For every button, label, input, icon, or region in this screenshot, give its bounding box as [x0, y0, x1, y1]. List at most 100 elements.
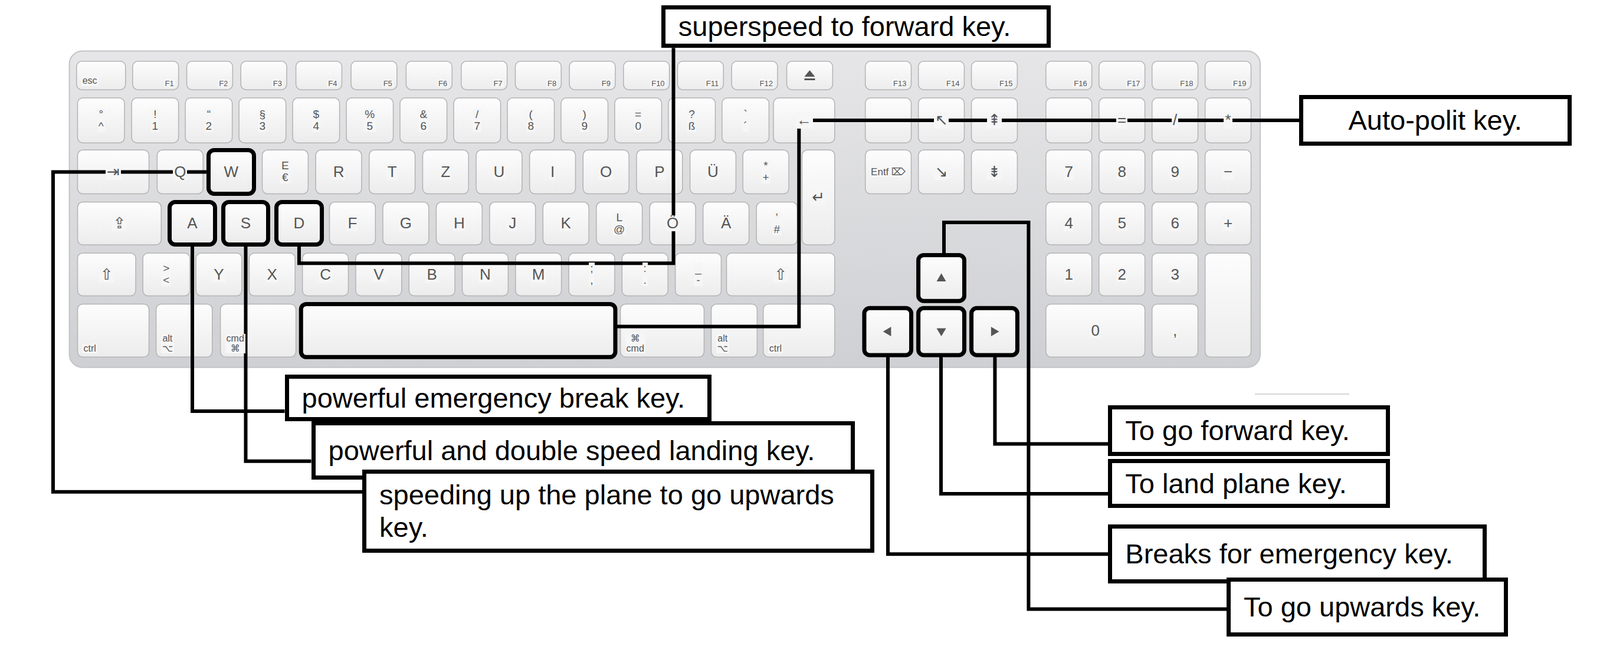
- key: [76, 61, 126, 90]
- key-legend: * +: [761, 159, 771, 184]
- key-face: F8: [515, 61, 562, 90]
- key-legend: cmd ⌘: [225, 333, 246, 354]
- key-legend: H: [452, 215, 467, 232]
- key: [382, 201, 429, 245]
- key-legend: 3: [1169, 266, 1180, 283]
- key-face: +: [1205, 201, 1252, 245]
- key-face: ⇪: [77, 201, 162, 245]
- key-legend: Entf ⌦: [869, 166, 907, 178]
- arrow-symbol: [936, 273, 947, 282]
- key-face: F4: [296, 61, 343, 90]
- leader-line: [192, 246, 285, 412]
- key-face: M: [515, 253, 562, 297]
- key-face: Ä: [703, 201, 750, 245]
- key-legend: F19: [1231, 79, 1248, 88]
- key-legend: G: [398, 215, 413, 232]
- key-face: *: [1205, 97, 1252, 143]
- key-legend: = 0: [633, 108, 643, 133]
- key-legend: F: [346, 215, 359, 232]
- key: [1046, 253, 1093, 297]
- key-legend: “ 2: [204, 108, 214, 133]
- key-face: K: [542, 201, 589, 245]
- key-legend: Q: [172, 164, 188, 180]
- key-legend: N: [478, 266, 493, 283]
- key-face: ⌘ cmd: [620, 303, 705, 357]
- key-face: alt ⌥: [711, 303, 758, 357]
- key-face: % 5: [346, 97, 394, 143]
- key: [156, 303, 213, 357]
- key-face: & 6: [400, 97, 448, 143]
- key: [315, 149, 362, 194]
- key-face: F9: [569, 61, 616, 90]
- key: [623, 61, 670, 90]
- key-legend: R: [332, 164, 346, 180]
- key-face: ctrl: [763, 303, 835, 357]
- key-face: 6: [1152, 201, 1199, 245]
- highlighted-key: W: [206, 148, 257, 196]
- key-face: / 7: [453, 97, 501, 143]
- key: [405, 61, 452, 90]
- leader-line: [887, 356, 1108, 554]
- key-face: Q: [156, 149, 203, 194]
- callout-text: Breaks for emergency key.: [1125, 538, 1454, 570]
- key-face: 9: [1152, 149, 1199, 194]
- callout-text: speeding up the plane to go upwards key.: [379, 479, 858, 543]
- key-legend: 2: [1116, 266, 1127, 283]
- key-legend: S: [240, 215, 251, 232]
- key-face: 4: [1046, 201, 1093, 245]
- key-face: F2: [187, 61, 234, 90]
- key-legend: F16: [1072, 79, 1088, 88]
- key: [1205, 253, 1252, 357]
- key-face: G: [382, 201, 429, 245]
- key-face: _ -: [675, 253, 722, 297]
- key-face: ↘: [918, 149, 965, 194]
- key-legend: F9: [600, 79, 612, 88]
- key: [461, 61, 508, 90]
- key: [636, 149, 683, 194]
- key-face: ctrl: [77, 303, 149, 357]
- key: [515, 253, 562, 297]
- key-face: F6: [405, 61, 452, 90]
- key-legend: ⌘ cmd: [625, 333, 646, 354]
- key-face: N: [462, 253, 509, 297]
- key-legend: =: [1116, 112, 1128, 129]
- key: [865, 61, 912, 90]
- key-legend: U: [492, 164, 507, 180]
- eject-symbol: [804, 78, 815, 81]
- leader-line: [299, 47, 674, 264]
- key: [569, 61, 616, 90]
- key-face: Y: [195, 253, 242, 297]
- key: [1152, 253, 1199, 297]
- key-legend: ’ #: [772, 211, 782, 236]
- key-face: ⇥: [77, 149, 149, 194]
- key-face: F16: [1046, 61, 1093, 90]
- callout-text: Auto-polit key.: [1348, 104, 1523, 137]
- key: [690, 149, 737, 194]
- key-legend: 8: [1116, 164, 1127, 180]
- key-legend: F5: [382, 79, 394, 88]
- key: [677, 61, 724, 90]
- key: [722, 97, 770, 143]
- key-legend: _ -: [693, 262, 703, 287]
- key-legend: ⇪: [111, 215, 127, 232]
- key-legend: esc: [81, 76, 99, 87]
- key-face: 0: [1046, 303, 1146, 357]
- key-legend: ? ß: [687, 108, 697, 133]
- key-legend: ctrl: [82, 343, 97, 354]
- key: [675, 253, 722, 297]
- key: [1152, 149, 1199, 194]
- key-face: ⇧: [77, 253, 136, 297]
- key-legend: F12: [758, 79, 775, 88]
- key-face: U: [476, 149, 523, 194]
- key-legend: M: [530, 266, 547, 283]
- key-legend: F3: [271, 79, 284, 88]
- key-face: 7: [1046, 149, 1093, 194]
- key-face: B: [408, 253, 455, 297]
- key-legend: ↖: [933, 112, 950, 129]
- key-face: F11: [677, 61, 724, 90]
- key-legend: ↘: [933, 164, 950, 180]
- key-legend: 4: [1063, 215, 1075, 232]
- highlighted-key: A: [167, 200, 218, 247]
- key: [726, 253, 835, 297]
- key-face: H: [435, 201, 483, 245]
